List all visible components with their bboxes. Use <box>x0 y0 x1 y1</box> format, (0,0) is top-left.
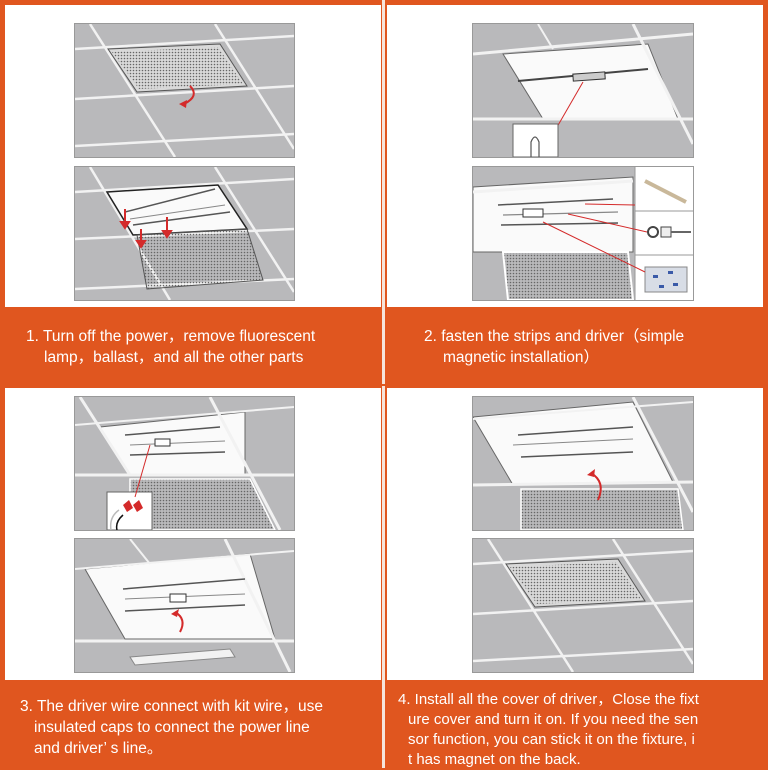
step-4-caption: 4. Install all the cover of driver，Close… <box>398 690 766 770</box>
step-3-caption-line-3: and driver’ s line。 <box>34 740 163 757</box>
step-1-caption-line-1: 1. Turn off the power，remove fluorescent <box>26 328 316 345</box>
step-3-figure-b <box>74 538 295 673</box>
wire-caps-inset <box>106 491 153 530</box>
wire-connector-icon <box>647 226 691 238</box>
ceiling-grid-illustration <box>75 24 294 157</box>
step-4-figure-a <box>472 396 694 531</box>
step-4-figure-b <box>472 538 694 673</box>
step-3-figure-a <box>74 396 295 531</box>
connector-inset <box>512 123 559 157</box>
step-2-figure-a <box>472 23 694 158</box>
step-1-figure-a <box>74 23 295 158</box>
step-2-figure-b <box>472 166 694 301</box>
step-1-image-panel <box>5 5 381 307</box>
step-4-caption-line-1: 4. Install all the cover of driver，Close… <box>398 691 699 708</box>
step-1-caption: 1. Turn off the power，remove fluorescent… <box>26 326 376 368</box>
step-3-caption: 3. The driver wire connect with kit wire… <box>20 696 380 759</box>
step-2-caption-line-1: 2. fasten the strips and driver（simple <box>424 328 685 345</box>
horizontal-divider <box>0 384 768 386</box>
step-4-image-panel <box>387 388 763 680</box>
insulated-cap-icon <box>123 500 143 512</box>
step-3-caption-line-1: 3. The driver wire connect with kit wire… <box>20 698 323 715</box>
step-1-caption-line-2: lamp，ballast，and all the other parts <box>44 349 304 366</box>
magnet-plate-icon <box>644 266 688 293</box>
step-4-caption-line-2: ure cover and turn it on. If you need th… <box>408 711 699 728</box>
step-2-caption: 2. fasten the strips and driver（simple m… <box>424 326 764 368</box>
step-1-figure-b <box>74 166 295 301</box>
step-3-image-panel <box>5 388 381 680</box>
step-4-caption-line-3: sor function, you can stick it on the fi… <box>408 731 695 748</box>
step-2-caption-line-2: magnetic installation） <box>443 349 599 366</box>
step-3-caption-line-2: insulated caps to connect the power line <box>34 719 310 736</box>
step-4-caption-line-4: t has magnet on the back. <box>408 751 581 768</box>
led-strip-icon <box>644 179 687 204</box>
step-2-image-panel <box>387 5 763 307</box>
